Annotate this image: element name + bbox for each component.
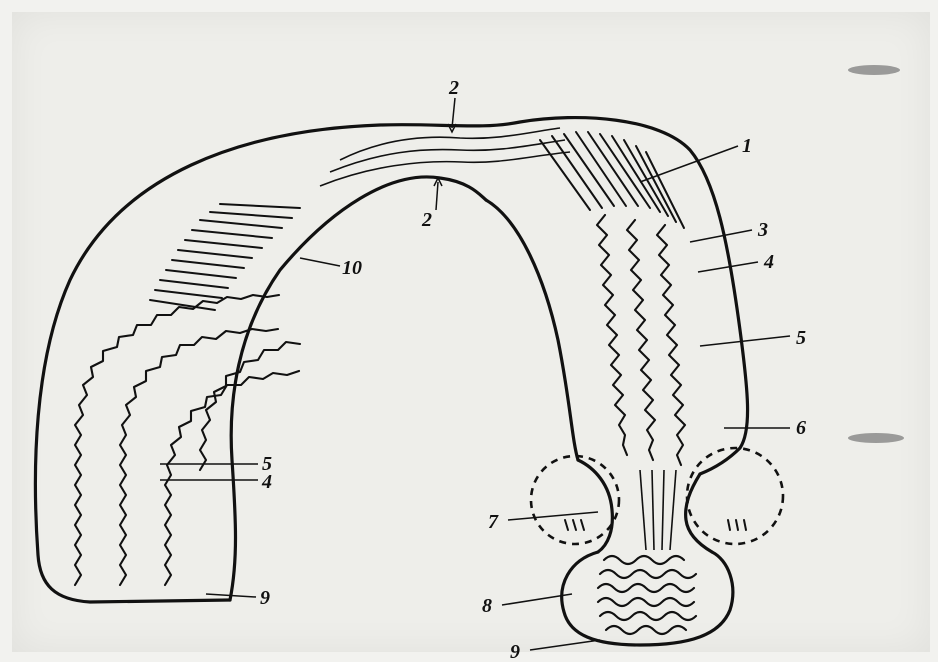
wavy-layer-left-mid	[120, 329, 278, 585]
label-9-bottom: 9	[510, 641, 520, 662]
inner-outline-right	[486, 200, 578, 460]
hatched-band-left	[150, 204, 300, 310]
label-4-left: 4	[261, 471, 272, 493]
outer-outline	[35, 118, 747, 602]
label-8: 8	[482, 595, 492, 617]
label-3: 3	[757, 219, 768, 241]
scan-smudge-bottom	[848, 433, 904, 443]
hatched-band-right	[540, 132, 684, 228]
label-1: 1	[742, 135, 752, 157]
label-10: 10	[342, 257, 362, 279]
leader-lines	[160, 98, 790, 650]
label-2-top: 2	[448, 77, 459, 99]
label-6: 6	[796, 417, 806, 439]
bulb-outline	[562, 552, 733, 645]
neck-ticks	[565, 520, 746, 530]
bulb-cells	[598, 556, 696, 634]
label-7: 7	[488, 511, 499, 533]
scan-smudge-top	[848, 65, 900, 75]
label-4-right: 4	[763, 251, 774, 273]
label-5-right: 5	[796, 327, 806, 349]
neck-line-1	[640, 470, 646, 550]
dashed-circle-right	[687, 448, 783, 544]
central-layer-1	[340, 128, 560, 160]
neck-left	[578, 460, 612, 552]
neck-line-3	[662, 470, 664, 550]
inner-outline-left	[230, 177, 486, 600]
central-layer-2	[330, 140, 565, 172]
wavy-layer-left-innermost	[200, 342, 300, 470]
label-9-left: 9	[260, 587, 270, 609]
dashed-circle-left	[531, 456, 619, 544]
label-2-bottom: 2	[421, 209, 432, 231]
wavy-layer-right-outer	[657, 225, 685, 465]
neck-line-2	[652, 470, 654, 550]
wavy-layer-right-mid	[627, 220, 655, 460]
wavy-layer-right-inner	[597, 215, 627, 455]
neck-line-4	[670, 470, 676, 550]
central-layer-3	[320, 152, 570, 186]
